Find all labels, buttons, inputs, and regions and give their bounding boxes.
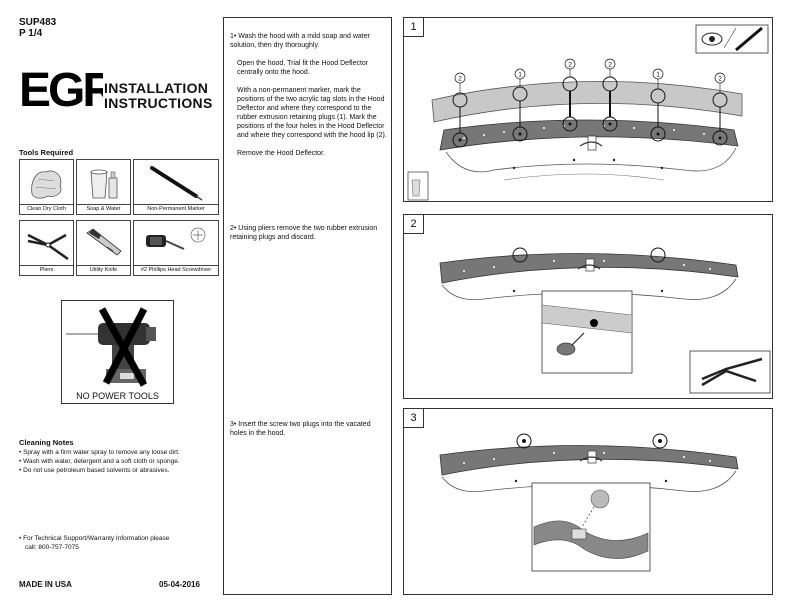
title-line-2: INSTRUCTIONS <box>104 95 213 111</box>
tool-non-permanent-marker: Non-Permanent Marker <box>133 159 219 215</box>
tool-pliers: Pliers <box>19 220 74 276</box>
step-paragraph: Remove the Hood Deflector. <box>237 150 325 157</box>
cleaning-notes: • Spray with a firm water spray to remov… <box>19 448 219 475</box>
pliers-icon <box>27 233 69 261</box>
cloth-icon <box>31 170 62 199</box>
crossed-drill-icon <box>66 307 156 387</box>
tech-support-info: • For Technical Support/Warranty Informa… <box>19 534 219 552</box>
hood-marking-diagram: 2 1 2 2 1 2 <box>407 24 769 201</box>
cleaning-notes-heading: Cleaning Notes <box>19 438 74 447</box>
tool-label: Soap & Water <box>77 204 130 214</box>
support-phone: call: 800-757-7075 <box>25 544 79 551</box>
egr-logo-icon: EGR <box>19 64 119 117</box>
screwdriver-icon <box>146 227 206 250</box>
step-paragraph: Open the hood. Trial fit the Hood Deflec… <box>237 60 369 76</box>
tool-utility-knife: Utility Knife <box>76 220 131 276</box>
made-in-usa: MADE IN USA <box>19 580 72 589</box>
part-number: SUP483 <box>19 17 57 28</box>
callout-label: 1 <box>518 72 522 79</box>
panel-number: 1 <box>404 18 424 37</box>
step-paragraph: 1• Wash the hood with a mild soap and wa… <box>230 33 370 49</box>
brand-wordmark: EGR <box>19 64 103 112</box>
instruction-steps-column: 1• Wash the hood with a mild soap and wa… <box>223 17 392 595</box>
tool-label: Utility Knife <box>77 265 130 275</box>
tool-label: Clean Dry Cloth <box>20 204 73 214</box>
tool-label: Non-Permanent Marker <box>134 204 218 214</box>
screw-plug-insertion-diagram <box>439 433 739 572</box>
tools-required-heading: Tools Required <box>19 148 74 157</box>
callout-label: 1 <box>656 72 660 79</box>
soap-water-icon <box>90 169 118 199</box>
callout-label: 2 <box>718 76 722 83</box>
brand-logo: EGR <box>19 64 219 117</box>
step-paragraph: 2• Using pliers remove the two rubber ex… <box>230 225 378 241</box>
plug-removal-diagram <box>439 247 771 394</box>
page-number: P 1/4 <box>19 28 43 39</box>
step-paragraph: 3• Insert the screw two plugs into the v… <box>230 421 371 437</box>
tool-clean-dry-cloth: Clean Dry Cloth <box>19 159 74 215</box>
instructions-title: INSTALLATION INSTRUCTIONS <box>104 81 213 111</box>
callout-label: 2 <box>608 62 612 69</box>
cleaning-note: • Spray with a firm water spray to remov… <box>19 449 180 456</box>
step-2: 2• Using pliers remove the two rubber ex… <box>230 224 388 251</box>
figure-panel-1: 1 <box>403 17 773 202</box>
step-paragraph: With a non-permanent marker, mark the po… <box>237 87 387 139</box>
figure-panel-2: 2 <box>403 214 773 399</box>
tool-label: Pliers <box>20 265 73 275</box>
cleaning-note: • Wash with water, detergent and a soft … <box>19 458 180 465</box>
figure-panel-3: 3 <box>403 408 773 595</box>
no-power-tools-box: NO POWER TOOLS <box>61 300 174 404</box>
support-text: • For Technical Support/Warranty Informa… <box>19 535 170 542</box>
no-power-tools-label: NO POWER TOOLS <box>76 391 159 401</box>
panel-number: 3 <box>404 409 424 428</box>
cleaning-note: • Do not use petroleum based solvents or… <box>19 467 170 474</box>
title-line-1: INSTALLATION <box>104 80 209 96</box>
tool-label: #2 Phillips Head Screwdriver <box>134 265 218 275</box>
utility-knife-icon <box>86 228 122 256</box>
step-3: 3• Insert the screw two plugs into the v… <box>230 420 388 447</box>
tool-phillips-screwdriver: #2 Phillips Head Screwdriver <box>133 220 219 276</box>
callout-label: 2 <box>458 76 462 83</box>
panel-number: 2 <box>404 215 424 234</box>
document-code: SUP483 P 1/4 <box>19 17 56 39</box>
document-date: 05-04-2016 <box>159 580 200 589</box>
step-1: 1• Wash the hood with a mild soap and wa… <box>230 32 388 167</box>
tool-soap-water: Soap & Water <box>76 159 131 215</box>
callout-label: 2 <box>568 62 572 69</box>
marker-icon <box>150 166 203 201</box>
